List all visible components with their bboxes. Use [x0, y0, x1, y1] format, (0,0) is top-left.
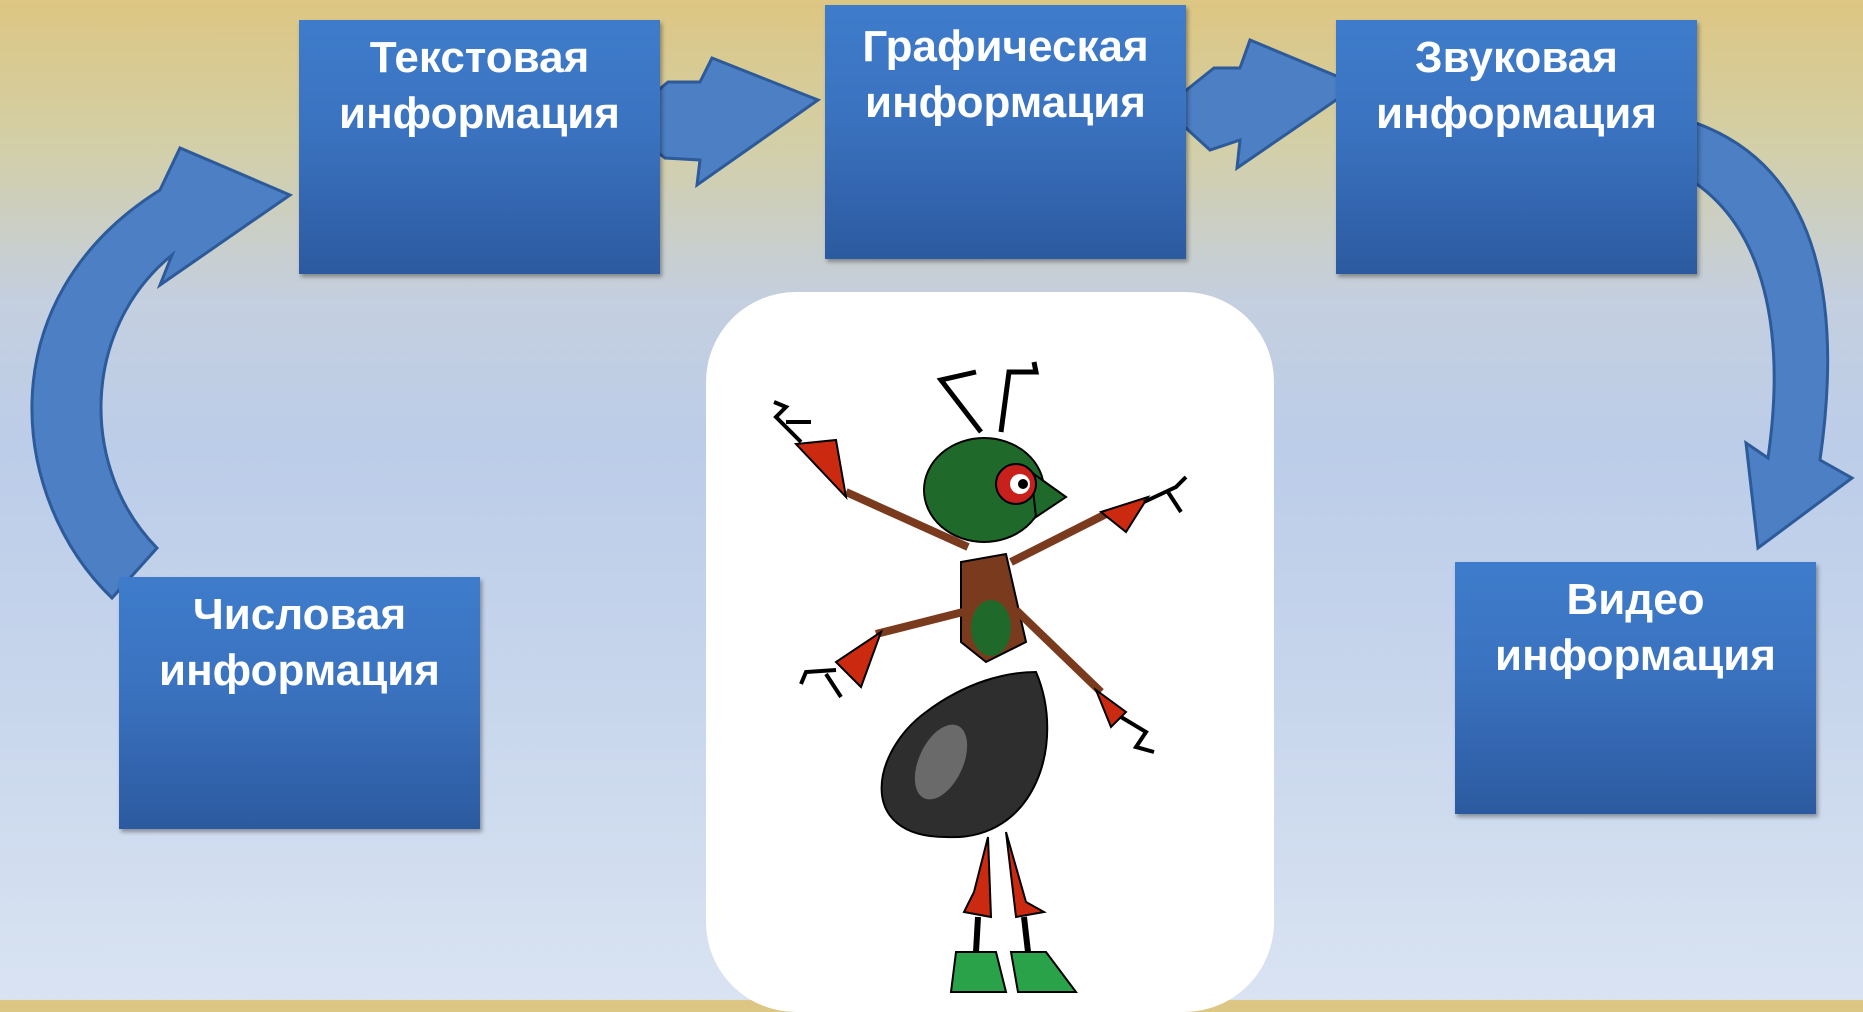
node-graphic-line1: Графическая	[825, 19, 1186, 75]
node-numeric-line1: Числовая	[119, 587, 480, 643]
node-video-info: Видео информация	[1455, 562, 1816, 814]
arrow-numeric-to-text	[32, 148, 290, 598]
arrow-sound-to-video	[1677, 118, 1852, 548]
node-video-line1: Видео	[1455, 572, 1816, 628]
node-graphic-info: Графическая информация	[825, 5, 1186, 259]
ant-illustration	[706, 292, 1274, 1000]
node-numeric-line2: информация	[119, 643, 480, 699]
illustration-card	[706, 292, 1274, 1012]
node-graphic-line2: информация	[825, 75, 1186, 131]
node-text-line2: информация	[299, 86, 660, 142]
arrow-graphic-to-sound	[1164, 40, 1358, 168]
node-sound-line2: информация	[1336, 86, 1697, 142]
node-text-line1: Текстовая	[299, 30, 660, 86]
node-video-line2: информация	[1455, 628, 1816, 684]
node-sound-info: Звуковая информация	[1336, 20, 1697, 274]
node-numeric-info: Числовая информация	[119, 577, 480, 829]
node-sound-line1: Звуковая	[1336, 30, 1697, 86]
node-text-info: Текстовая информация	[299, 20, 660, 274]
